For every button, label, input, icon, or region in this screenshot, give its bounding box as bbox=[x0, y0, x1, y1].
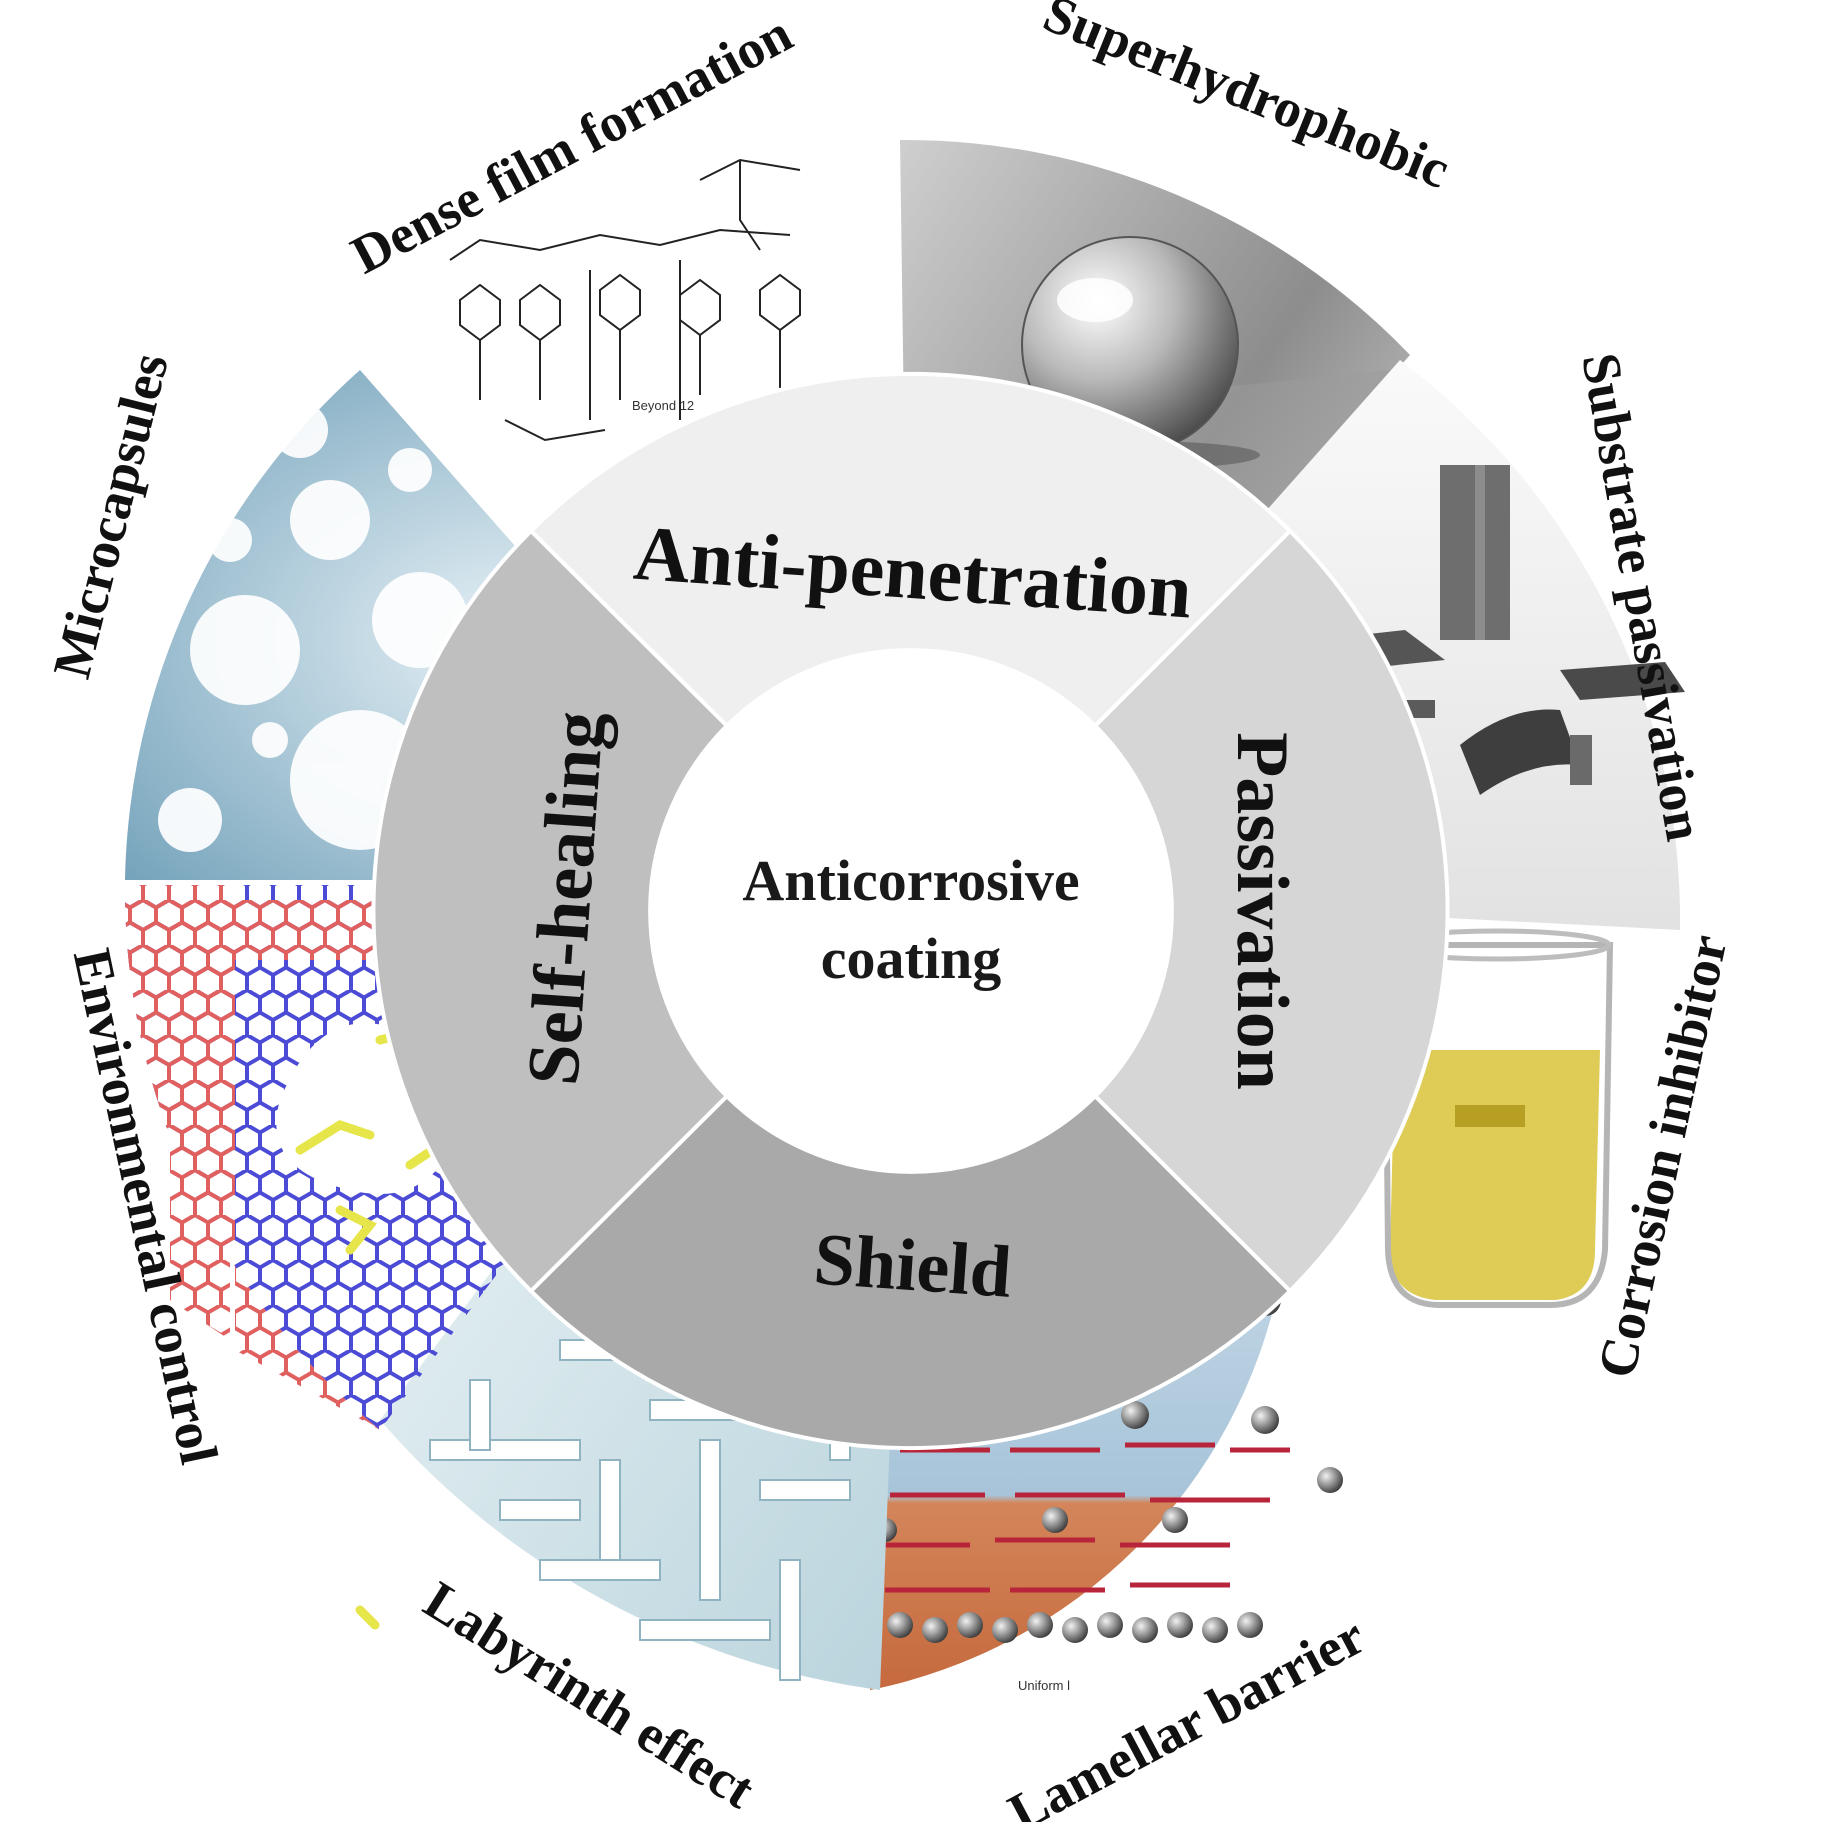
corrosion-inhibitor-image bbox=[1381, 928, 1614, 1308]
center-disc bbox=[649, 649, 1173, 1173]
center-title-line2: coating bbox=[821, 926, 1001, 991]
label-lamellar-barrier: Lamellar barrier bbox=[999, 1605, 1374, 1822]
ring bbox=[371, 371, 1450, 1451]
label-microcapsules: Microcapsules bbox=[41, 347, 180, 684]
uniform-layer-label: Uniform l bbox=[1018, 1678, 1070, 1693]
ring-label-shield: Shield bbox=[811, 1218, 1014, 1314]
center-title-line1: Anticorrosive bbox=[742, 848, 1079, 913]
ring-label-passivation: Passivation bbox=[1221, 732, 1303, 1090]
beyond-label: Beyond 12 bbox=[632, 398, 694, 413]
